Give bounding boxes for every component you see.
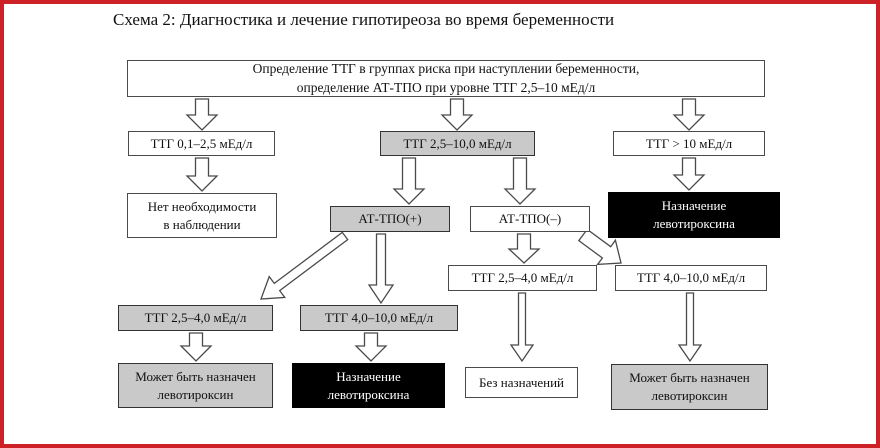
node-levothyroxine-right: Назначение левотироксина: [608, 192, 780, 238]
node-maybe-levothyroxine-right-line2: левотироксин: [651, 388, 728, 403]
flow-arrow: [672, 157, 706, 191]
node-tsh-low-label: ТТГ 0,1–2,5 мЕд/л: [150, 135, 253, 151]
node-tsh-mid: ТТГ 2,5–10,0 мЕд/л: [380, 131, 535, 156]
node-root: Определение ТТГ в группах риска при наст…: [127, 60, 765, 97]
flow-arrow: [507, 233, 541, 264]
node-tpo-negative: АТ-ТПО(–): [470, 206, 590, 232]
node-no-followup: Нет необходимости в наблюдении: [127, 193, 277, 238]
node-root-line2: определение АТ-ТПО при уровне ТТГ 2,5–10…: [296, 79, 596, 95]
node-maybe-levothyroxine-left: Может быть назначен левотироксин: [118, 363, 273, 408]
node-tsh-25-40-gray-label: ТТГ 2,5–4,0 мЕд/л: [144, 310, 247, 326]
flow-arrow: [672, 98, 706, 131]
node-tsh-25-40-white: ТТГ 2,5–4,0 мЕд/л: [448, 265, 597, 291]
node-tpo-positive-label: АТ-ТПО(+): [358, 211, 422, 227]
node-tsh-high-label: ТТГ > 10 мЕд/л: [645, 135, 733, 151]
node-tsh-40-100-gray-label: ТТГ 4,0–10,0 мЕд/л: [324, 310, 434, 326]
node-maybe-levothyroxine-left-line2: левотироксин: [157, 386, 234, 402]
diagram-title: Схема 2: Диагностика и лечение гипотирео…: [113, 10, 615, 29]
node-maybe-levothyroxine-right-line1: Может быть назначен: [629, 370, 750, 386]
flow-arrow: [179, 332, 213, 362]
node-levothyroxine-right-line2: левотироксина: [653, 216, 735, 231]
node-tsh-40-100-gray: ТТГ 4,0–10,0 мЕд/л: [300, 305, 458, 331]
node-tsh-40-100-white: ТТГ 4,0–10,0 мЕд/л: [615, 265, 767, 291]
flow-arrow: [185, 98, 219, 131]
flow-arrow: [677, 292, 703, 363]
flow-arrow: [440, 98, 474, 131]
node-no-followup-line2: в наблюдении: [163, 216, 241, 232]
node-no-prescription-label: Без назначений: [478, 374, 565, 390]
node-tpo-positive: АТ-ТПО(+): [330, 206, 450, 232]
flow-arrow: [392, 157, 426, 205]
node-tsh-mid-label: ТТГ 2,5–10,0 мЕд/л: [403, 135, 512, 151]
node-tsh-25-40-gray: ТТГ 2,5–4,0 мЕд/л: [118, 305, 273, 331]
flow-arrow: [503, 157, 537, 205]
node-levothyroxine-right-line1: Назначение: [661, 198, 727, 214]
node-tsh-40-100-white-label: ТТГ 4,0–10,0 мЕд/л: [636, 270, 746, 286]
flow-arrow: [354, 332, 388, 362]
node-root-line1: Определение ТТГ в группах риска при наст…: [252, 60, 640, 76]
node-tsh-25-40-white-label: ТТГ 2,5–4,0 мЕд/л: [471, 270, 574, 286]
node-no-followup-line1: Нет необходимости: [147, 198, 257, 214]
flow-arrow: [577, 228, 622, 266]
node-levothyroxine-center-line2: левотироксина: [327, 386, 410, 402]
node-no-prescription: Без назначений: [465, 367, 578, 398]
node-tsh-low: ТТГ 0,1–2,5 мЕд/л: [128, 131, 275, 156]
node-maybe-levothyroxine-right: Может быть назначен левотироксин: [611, 364, 768, 410]
flow-arrow: [185, 157, 219, 192]
node-levothyroxine-center-line1: Назначение: [336, 368, 401, 384]
node-tsh-high: ТТГ > 10 мЕд/л: [613, 131, 765, 156]
node-levothyroxine-center: Назначение левотироксина: [292, 363, 445, 408]
node-maybe-levothyroxine-left-line1: Может быть назначен: [135, 368, 256, 384]
flow-arrow: [509, 292, 535, 363]
node-tpo-negative-label: АТ-ТПО(–): [498, 211, 562, 227]
flow-arrow: [260, 231, 349, 300]
flow-arrow: [367, 233, 395, 305]
